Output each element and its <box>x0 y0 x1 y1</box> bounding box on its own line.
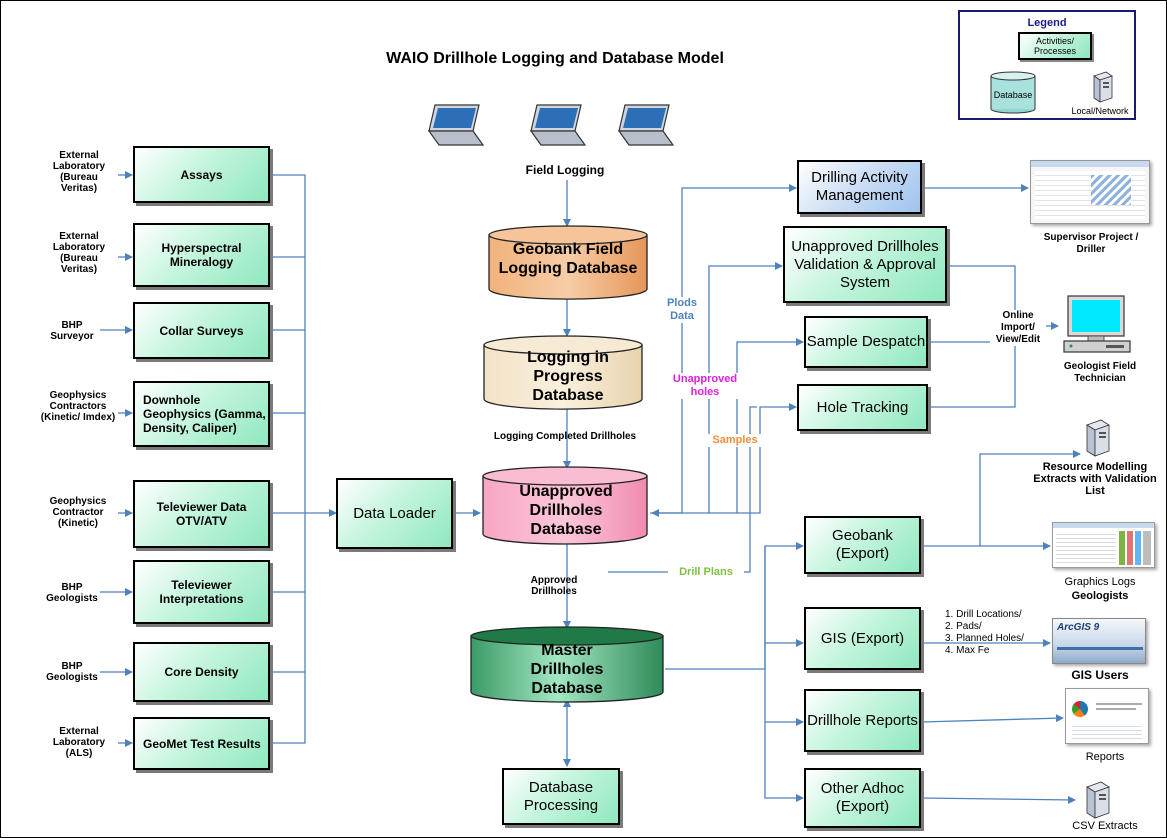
gis-export-box: GIS (Export) <box>804 607 921 670</box>
process-box-hyperspectral: Hyperspectral Mineralogy <box>133 223 270 287</box>
master-db <box>470 626 664 703</box>
legend-local-label: Local/Network <box>1071 106 1129 116</box>
csv-extracts-label: CSV Extracts <box>1072 820 1138 832</box>
supervisor-label: Supervisor Project / Driller <box>1043 232 1139 255</box>
reports-label: Reports <box>1085 751 1125 763</box>
graphics-logs-label: Graphics Logs <box>1064 576 1136 588</box>
arcgis-title: ArcGIS 9 <box>1057 622 1100 633</box>
unapproved-validation-box: Unapproved Drillholes Validation & Appro… <box>783 226 947 303</box>
legend-database-icon <box>990 71 1036 114</box>
laptop-icon <box>427 104 485 146</box>
laptop-icon <box>617 104 675 146</box>
legend-box: Legend Activities/ Processes Database Lo… <box>958 10 1136 120</box>
sample-despatch-box: Sample Despatch <box>804 316 928 368</box>
resource-modelling-label: Resource Modelling Extracts with Validat… <box>1033 461 1157 497</box>
graphics-logs-screenshot <box>1052 522 1155 568</box>
line-plods <box>650 184 797 514</box>
plods-data-label: Plods Data <box>662 297 702 323</box>
geobank-field-db <box>488 225 648 300</box>
source-label: External Laboratory (ALS) <box>52 726 106 759</box>
other-adhoc-box: Other Adhoc (Export) <box>804 768 921 828</box>
field-logging-label: Field Logging <box>525 163 605 177</box>
supervisor-screenshot <box>1030 160 1150 224</box>
database-processing-box: Database Processing <box>502 768 620 825</box>
gis-users-label: GIS Users <box>1071 668 1129 682</box>
line-samples <box>709 338 804 514</box>
source-label: Geophysics Contractor (Kinetic) <box>49 496 107 529</box>
hole-tracking-box: Hole Tracking <box>797 384 928 431</box>
logging-completed-label: Logging Completed Drillholes <box>493 431 637 442</box>
server-icon <box>1086 419 1110 457</box>
unapproved-db <box>482 466 648 545</box>
samples-label: Samples <box>705 434 765 447</box>
legend-title: Legend <box>1027 17 1067 29</box>
approved-drillholes-label: Approved Drillholes <box>530 575 578 597</box>
drillhole-reports-box: Drillhole Reports <box>804 689 921 752</box>
source-label: BHP Geologists <box>46 582 98 604</box>
arcgis-splash: ArcGIS 9 <box>1052 618 1146 664</box>
gis-list-item: 2. Pads/ <box>945 621 982 632</box>
unapproved-holes-label: Unapproved holes <box>670 373 740 399</box>
process-box-assays: Assays <box>133 146 270 203</box>
line-hole-tracking <box>737 403 797 514</box>
source-label: BHP Surveyor <box>50 320 94 342</box>
legend-server-icon <box>1093 71 1113 103</box>
source-label: Geophysics Contractors (Kinetic/ Imdex) <box>40 390 116 423</box>
unapproved-db-label: Unapproved Drillholes Database <box>519 483 613 538</box>
server-icon <box>1086 781 1110 819</box>
legend-activities: Activities/ Processes <box>1018 32 1092 60</box>
process-box-interpretations: Televiewer Interpretations <box>133 560 270 624</box>
bus-exports <box>665 542 804 670</box>
arrow-to-csv <box>920 795 1076 804</box>
source-label: BHP Geologists <box>46 661 98 683</box>
desktop-computer-icon <box>1063 295 1131 353</box>
source-label: External Laboratory (Bureau Veritas) <box>52 150 106 194</box>
gis-list-item: 3. Planned Holes/ <box>945 633 1024 644</box>
legend-database-label: Database <box>993 90 1033 100</box>
process-box-downhole: Downhole Geophysics (Gamma, Density, Cal… <box>133 381 270 447</box>
data-loader-box: Data Loader <box>336 478 453 549</box>
drilling-activity-box: Drilling Activity Management <box>797 160 922 214</box>
reports-screenshot <box>1065 688 1149 744</box>
diagram-title: WAIO Drillhole Logging and Database Mode… <box>386 50 724 67</box>
online-import-label: Online Import/ View/Edit <box>990 310 1046 346</box>
source-label: External Laboratory (Bureau Veritas) <box>52 231 106 275</box>
process-box-collar: Collar Surveys <box>133 302 270 359</box>
arrow-to-reports <box>920 714 1064 723</box>
geobank-export-box: Geobank (Export) <box>804 516 921 574</box>
graphics-logs-sub-label: Geologists <box>1071 590 1129 602</box>
drill-plans-label: Drill Plans <box>668 566 744 579</box>
bus-line <box>270 174 306 744</box>
process-box-core-density: Core Density <box>133 642 270 702</box>
logging-progress-db-label: Logging in Progress Database <box>527 349 609 404</box>
gis-list-item: 4. Max Fe <box>945 645 990 656</box>
geobank-field-db-label: Geobank Field Logging Database <box>498 241 638 277</box>
process-box-geomet: GeoMet Test Results <box>133 717 270 770</box>
master-db-label: Master Drillholes Database <box>530 642 604 697</box>
process-box-televiewer: Televiewer Data OTV/ATV <box>133 480 270 548</box>
laptop-icon <box>529 104 587 146</box>
gis-list: 1. Drill Locations/ 2. Pads/ 3. Planned … <box>945 609 1065 657</box>
geologist-label: Geologist Field Technician <box>1063 361 1137 384</box>
gis-list-item: 1. Drill Locations/ <box>945 609 1022 620</box>
logging-progress-db <box>483 335 643 410</box>
arrow-to-resource <box>921 450 1081 547</box>
